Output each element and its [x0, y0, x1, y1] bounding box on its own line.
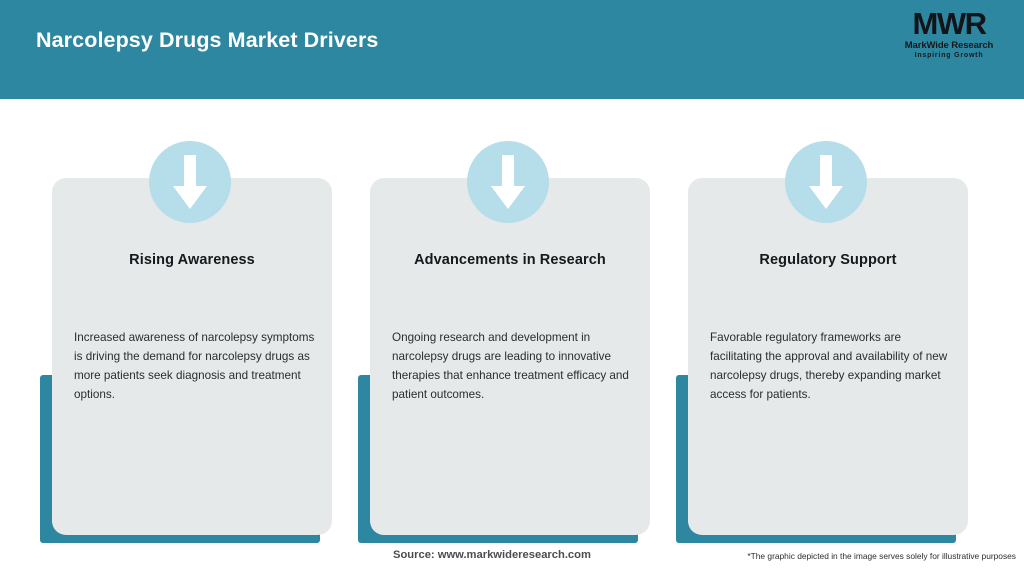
down-arrow-icon [467, 141, 549, 223]
logo-company-name: MarkWide Research [904, 40, 994, 51]
card-body: Regulatory Support Favorable regulatory … [688, 178, 968, 535]
header-band: Narcolepsy Drugs Market Drivers MWR Mark… [0, 0, 1024, 99]
card-body: Advancements in Research Ongoing researc… [370, 178, 650, 535]
logo-monogram-icon: MWR [912, 6, 987, 41]
markwide-research-logo: MWR MarkWide Research Inspiring Growth [888, 8, 1010, 66]
drivers-card-list: Rising Awareness Increased awareness of … [0, 99, 1024, 543]
disclaimer-label: *The graphic depicted in the image serve… [747, 551, 1016, 561]
card-body: Rising Awareness Increased awareness of … [52, 178, 332, 535]
page-title: Narcolepsy Drugs Market Drivers [36, 28, 379, 52]
logo-tagline: Inspiring Growth [914, 52, 984, 59]
down-arrow-icon [149, 141, 231, 223]
card-description: Favorable regulatory frameworks are faci… [710, 331, 948, 401]
card-title: Advancements in Research [414, 252, 606, 268]
card-title: Regulatory Support [759, 252, 897, 268]
driver-card[interactable]: Rising Awareness Increased awareness of … [37, 99, 355, 543]
down-arrow-icon [785, 141, 867, 223]
source-label: Source: www.markwideresearch.com [393, 549, 591, 561]
driver-card[interactable]: Advancements in Research Ongoing researc… [355, 99, 673, 543]
card-title: Rising Awareness [129, 252, 255, 268]
driver-card[interactable]: Regulatory Support Favorable regulatory … [673, 99, 991, 543]
card-description: Ongoing research and development in narc… [392, 331, 629, 401]
footer: Source: www.markwideresearch.com *The gr… [0, 540, 1024, 576]
card-description: Increased awareness of narcolepsy sympto… [74, 331, 315, 401]
